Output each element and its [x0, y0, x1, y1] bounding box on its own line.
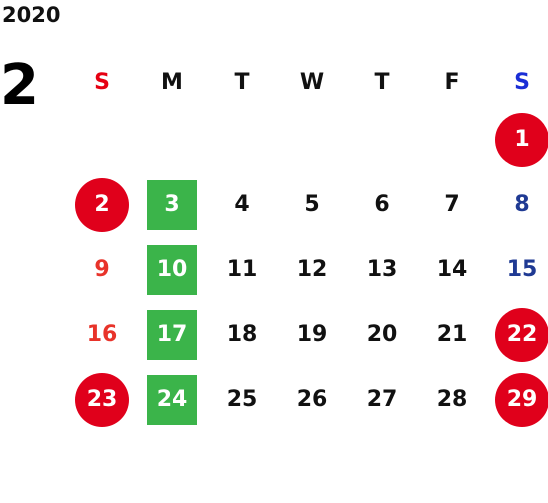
- day-number: 21: [436, 322, 468, 347]
- holiday-circle-marker: [495, 307, 548, 362]
- day-number: 10: [156, 257, 188, 282]
- day-number: 23: [86, 387, 118, 412]
- day-cell[interactable]: 2: [67, 172, 137, 237]
- day-cell[interactable]: 5: [277, 172, 347, 237]
- day-cell[interactable]: 10: [137, 237, 207, 302]
- day-number: 7: [444, 192, 460, 217]
- day-cell[interactable]: 19: [277, 302, 347, 367]
- day-number: 29: [506, 387, 538, 412]
- day-cell[interactable]: 21: [417, 302, 487, 367]
- weekday-friday: F: [444, 69, 460, 95]
- weekday-tuesday: T: [234, 69, 250, 95]
- day-number: 27: [366, 387, 398, 412]
- green-square-marker: [147, 244, 197, 295]
- day-cell[interactable]: 7: [417, 172, 487, 237]
- day-number: 26: [296, 387, 328, 412]
- day-number: 2: [94, 192, 110, 217]
- day-number: 28: [436, 387, 468, 412]
- day-cell[interactable]: 28: [417, 367, 487, 432]
- day-cell[interactable]: 25: [207, 367, 277, 432]
- green-square-marker: [147, 179, 197, 230]
- month-number: 2: [0, 53, 39, 118]
- day-cell[interactable]: 1: [487, 107, 548, 172]
- day-number: 19: [296, 322, 328, 347]
- day-cell[interactable]: 18: [207, 302, 277, 367]
- day-cell[interactable]: 4: [207, 172, 277, 237]
- weekday-saturday: S: [514, 69, 530, 95]
- day-cell[interactable]: 23: [67, 367, 137, 432]
- day-cell-empty: [277, 107, 347, 172]
- day-cell[interactable]: 11: [207, 237, 277, 302]
- day-cell[interactable]: 24: [137, 367, 207, 432]
- green-square-marker: [147, 309, 197, 360]
- day-number: 17: [156, 322, 188, 347]
- day-cell[interactable]: 12: [277, 237, 347, 302]
- weekday-wednesday: W: [299, 69, 325, 95]
- day-number: 25: [226, 387, 258, 412]
- day-number: 6: [374, 192, 390, 217]
- day-cell[interactable]: 27: [347, 367, 417, 432]
- day-cell[interactable]: 17: [137, 302, 207, 367]
- day-cell-empty: [417, 107, 487, 172]
- day-number: 15: [506, 257, 538, 282]
- day-cell-empty: [207, 107, 277, 172]
- day-cell[interactable]: 29: [487, 367, 548, 432]
- day-cell[interactable]: 13: [347, 237, 417, 302]
- day-cell[interactable]: 14: [417, 237, 487, 302]
- day-number: 9: [94, 257, 110, 282]
- calendar-grid: S M T W T F S 1 2 3 4 5 6 7 8: [67, 57, 548, 432]
- weekday-header: S M T W T F S: [67, 57, 548, 107]
- week-row: 2 3 4 5 6 7 8: [67, 172, 548, 237]
- day-number: 3: [164, 192, 180, 217]
- week-row: 1: [67, 107, 548, 172]
- day-number: 5: [304, 192, 320, 217]
- weekday-thursday: T: [374, 69, 390, 95]
- holiday-circle-marker: [75, 372, 129, 427]
- week-row: 23 24 25 26 27 28 29: [67, 367, 548, 432]
- day-cell-empty: [67, 107, 137, 172]
- day-number: 14: [436, 257, 468, 282]
- day-number: 16: [86, 322, 118, 347]
- day-number: 12: [296, 257, 328, 282]
- day-number: 22: [506, 322, 538, 347]
- day-cell[interactable]: 8: [487, 172, 548, 237]
- day-number: 20: [366, 322, 398, 347]
- day-number: 4: [234, 192, 250, 217]
- holiday-circle-marker: [495, 112, 548, 167]
- day-number: 1: [514, 127, 530, 152]
- holiday-circle-marker: [495, 372, 548, 427]
- weekday-sunday: S: [94, 69, 110, 95]
- day-number: 8: [514, 192, 530, 217]
- day-cell[interactable]: 15: [487, 237, 548, 302]
- day-cell-empty: [347, 107, 417, 172]
- holiday-circle-marker: [75, 177, 129, 232]
- day-cell[interactable]: 26: [277, 367, 347, 432]
- green-square-marker: [147, 374, 197, 425]
- week-row: 16 17 18 19 20 21 22: [67, 302, 548, 367]
- day-cell[interactable]: 22: [487, 302, 548, 367]
- day-cell[interactable]: 20: [347, 302, 417, 367]
- weekday-monday: M: [161, 69, 183, 95]
- day-cell[interactable]: 3: [137, 172, 207, 237]
- day-cell-empty: [137, 107, 207, 172]
- day-number: 13: [366, 257, 398, 282]
- day-number: 11: [226, 257, 258, 282]
- day-number: 18: [226, 322, 258, 347]
- day-cell[interactable]: 6: [347, 172, 417, 237]
- year-label: 2020: [2, 3, 61, 27]
- day-cell[interactable]: 9: [67, 237, 137, 302]
- day-number: 24: [156, 387, 188, 412]
- week-row: 9 10 11 12 13 14 15: [67, 237, 548, 302]
- day-cell[interactable]: 16: [67, 302, 137, 367]
